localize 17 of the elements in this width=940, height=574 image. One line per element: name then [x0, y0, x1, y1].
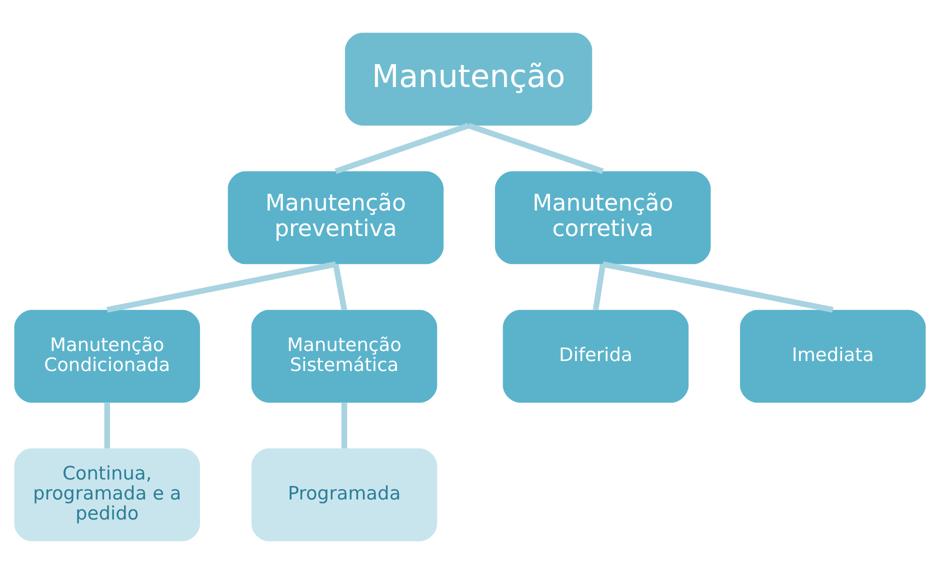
connector — [468, 122, 604, 174]
connector — [332, 264, 348, 310]
node-box: Continua, programada e a pedido — [14, 448, 200, 542]
node-box: Diferida — [502, 310, 689, 403]
connector — [106, 261, 336, 313]
node-box: Manutenção preventiva — [228, 171, 444, 264]
connector — [592, 264, 606, 310]
node-box: Manutenção Condicionada — [14, 310, 200, 403]
node-box: Manutenção — [345, 32, 592, 126]
node-box: Manutenção corretiva — [495, 171, 711, 264]
connector — [602, 261, 834, 313]
connector — [104, 402, 110, 448]
connector — [334, 122, 470, 174]
connector — [341, 402, 348, 448]
node-box: Programada — [251, 448, 438, 542]
node-box: Manutenção Sistemática — [251, 310, 438, 403]
node-box: Imediata — [740, 310, 926, 403]
